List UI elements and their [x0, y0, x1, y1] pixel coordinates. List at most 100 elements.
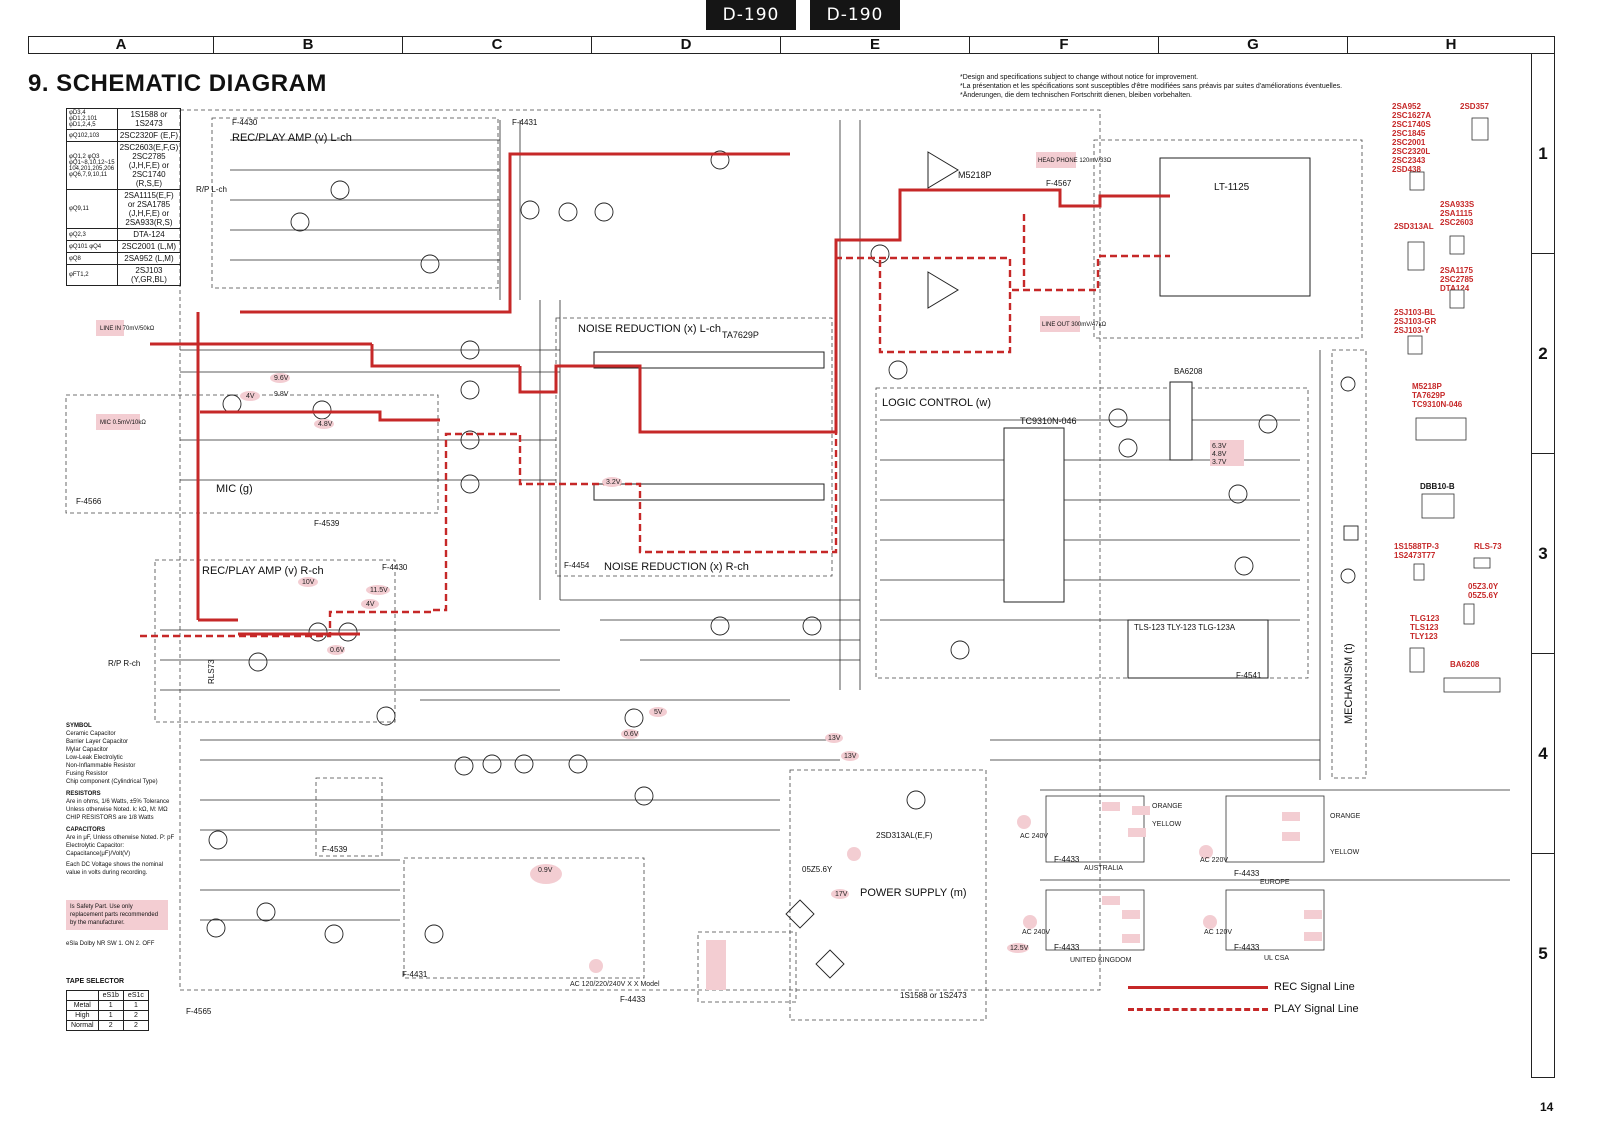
wire-group-l — [230, 139, 500, 261]
voltage-value: 3.7V — [1212, 459, 1227, 466]
part-cell: 2SJ103 (Y,GR,BL) — [116, 264, 182, 286]
voltage-value: 10V — [302, 579, 315, 586]
page-title: 9. SCHEMATIC DIAGRAM — [28, 70, 327, 97]
relay-label: RLS73 — [207, 659, 216, 684]
component-name: TLG123 — [1410, 614, 1440, 623]
model-tag-right: D-190 — [810, 0, 900, 30]
tap-color-label: YELLOW — [1330, 849, 1360, 856]
table-cell: 1 — [97, 1010, 124, 1021]
boxed-label-highlight — [1036, 152, 1076, 168]
component-name: 2SC1627A — [1392, 111, 1432, 120]
component-name: DBB10-B — [1420, 482, 1455, 491]
tap-highlight — [1132, 806, 1150, 815]
transistor-symbol — [338, 622, 358, 642]
head-label-r: R/P R-ch — [108, 659, 140, 668]
fet-symbol — [460, 380, 480, 400]
meter-body — [1159, 157, 1311, 297]
power-outline — [789, 769, 987, 1021]
component-outline-panel: 2SA952 2SC1627A 2SC1740S 2SC1845 2SC2001… — [1390, 100, 1508, 740]
component-name: 2SC2785 — [1440, 275, 1474, 284]
sip-outline — [1443, 677, 1501, 693]
transformer-ul — [1225, 889, 1325, 951]
ic-label: LT-1125 — [1214, 182, 1250, 193]
tap-highlight — [1304, 910, 1322, 919]
voltage-highlight — [825, 733, 843, 743]
legend-item: Fusing Resistor — [66, 771, 108, 777]
ref-cell: φQ101 φQ4 — [66, 240, 118, 253]
board-outline — [179, 109, 1101, 991]
nr-ic-l-body — [593, 351, 825, 369]
table-row: Normal 2 2 — [66, 1020, 149, 1031]
voltage-highlight — [361, 599, 379, 609]
row-index-rail: 1 2 3 4 5 — [1531, 54, 1555, 1078]
safety-mark — [1017, 815, 1031, 829]
ic-label: BA6208 — [1174, 367, 1203, 376]
transistor-symbol — [594, 202, 614, 222]
component-name: TLS123 — [1410, 623, 1439, 632]
transistor-symbol — [424, 924, 444, 944]
legend-item: Chip component (Cylindrical Type) — [66, 779, 158, 785]
play-signal-line — [140, 254, 1170, 638]
hp-amp-symbol — [927, 151, 959, 309]
block-title-rec-play-l: REC/PLAY AMP (v) L-ch — [232, 132, 352, 144]
tap-highlight — [1122, 934, 1140, 943]
component-name: 2SC1740S — [1392, 120, 1431, 129]
to92-outline — [1449, 289, 1465, 309]
table-row: High 1 2 — [66, 1010, 149, 1021]
table-header-cell — [66, 990, 99, 1001]
voltage-value: 6.3V — [1212, 443, 1227, 450]
board-id: F-4454 — [564, 561, 590, 570]
block-title-nr-r: NOISE REDUCTION (x) R-ch — [604, 561, 749, 573]
fet-symbol — [460, 474, 480, 494]
component-name: 1S1588TP-3 — [1394, 542, 1439, 551]
legend-row-play: PLAY Signal Line — [1128, 998, 1359, 1020]
bridge-rectifier-symbol — [785, 899, 845, 979]
component-group: RLS-73 — [1474, 542, 1502, 551]
ic-label: TA7629P — [722, 330, 759, 340]
board-id: F-4541 — [1236, 671, 1262, 680]
rec-play-r-outline — [154, 559, 396, 723]
f4431-outline — [403, 857, 645, 979]
row-label: 4 — [1532, 654, 1554, 854]
block-title-mic: MIC (g) — [216, 483, 253, 495]
transformer-ul-outline — [697, 931, 797, 1003]
rec-signal-line — [150, 188, 1170, 434]
voltage-highlight — [831, 889, 849, 899]
row-label: 1 — [1532, 54, 1554, 254]
transformer-europe — [1225, 795, 1325, 863]
safety-mark — [847, 847, 861, 861]
voltage-value: 4.8V — [1212, 451, 1227, 458]
ref-cell: φQ102,103 — [66, 129, 118, 142]
component-name: 2SC2603 — [1440, 218, 1474, 227]
column-label: C — [403, 37, 592, 53]
rec-signal-line — [196, 152, 790, 620]
transistor-symbol — [482, 754, 502, 774]
transistor-symbol — [710, 616, 730, 636]
led-block-body — [1127, 619, 1269, 679]
legend-text: Electrolytic Capacitor: Capacitance(μF)/… — [66, 843, 131, 857]
led-outline — [1409, 647, 1425, 673]
to92-outline — [1449, 235, 1465, 255]
transistor-symbol — [1228, 484, 1248, 504]
voltage-value: 5V — [654, 709, 663, 716]
voltage-highlight — [366, 585, 390, 595]
column-label: G — [1159, 37, 1348, 53]
table-cell: High — [66, 1010, 99, 1021]
voltage-value: 11.5V — [370, 587, 388, 594]
diode-outline — [1413, 563, 1425, 581]
transistor-symbol — [308, 622, 328, 642]
line-out-label: LINE OUT 300mV/47kΩ — [1042, 322, 1107, 328]
transistor-symbol — [1258, 414, 1278, 434]
voltage-value: 4V — [246, 393, 255, 400]
board-id: F-4433 — [1054, 943, 1080, 952]
component-group: 2SJ103-BL 2SJ103-GR 2SJ103-Y — [1394, 308, 1436, 335]
board-id: F-4433 — [1234, 943, 1260, 952]
board-id: F-4567 — [1046, 179, 1072, 188]
voltage-highlight — [841, 751, 859, 761]
column-label: E — [781, 37, 970, 53]
